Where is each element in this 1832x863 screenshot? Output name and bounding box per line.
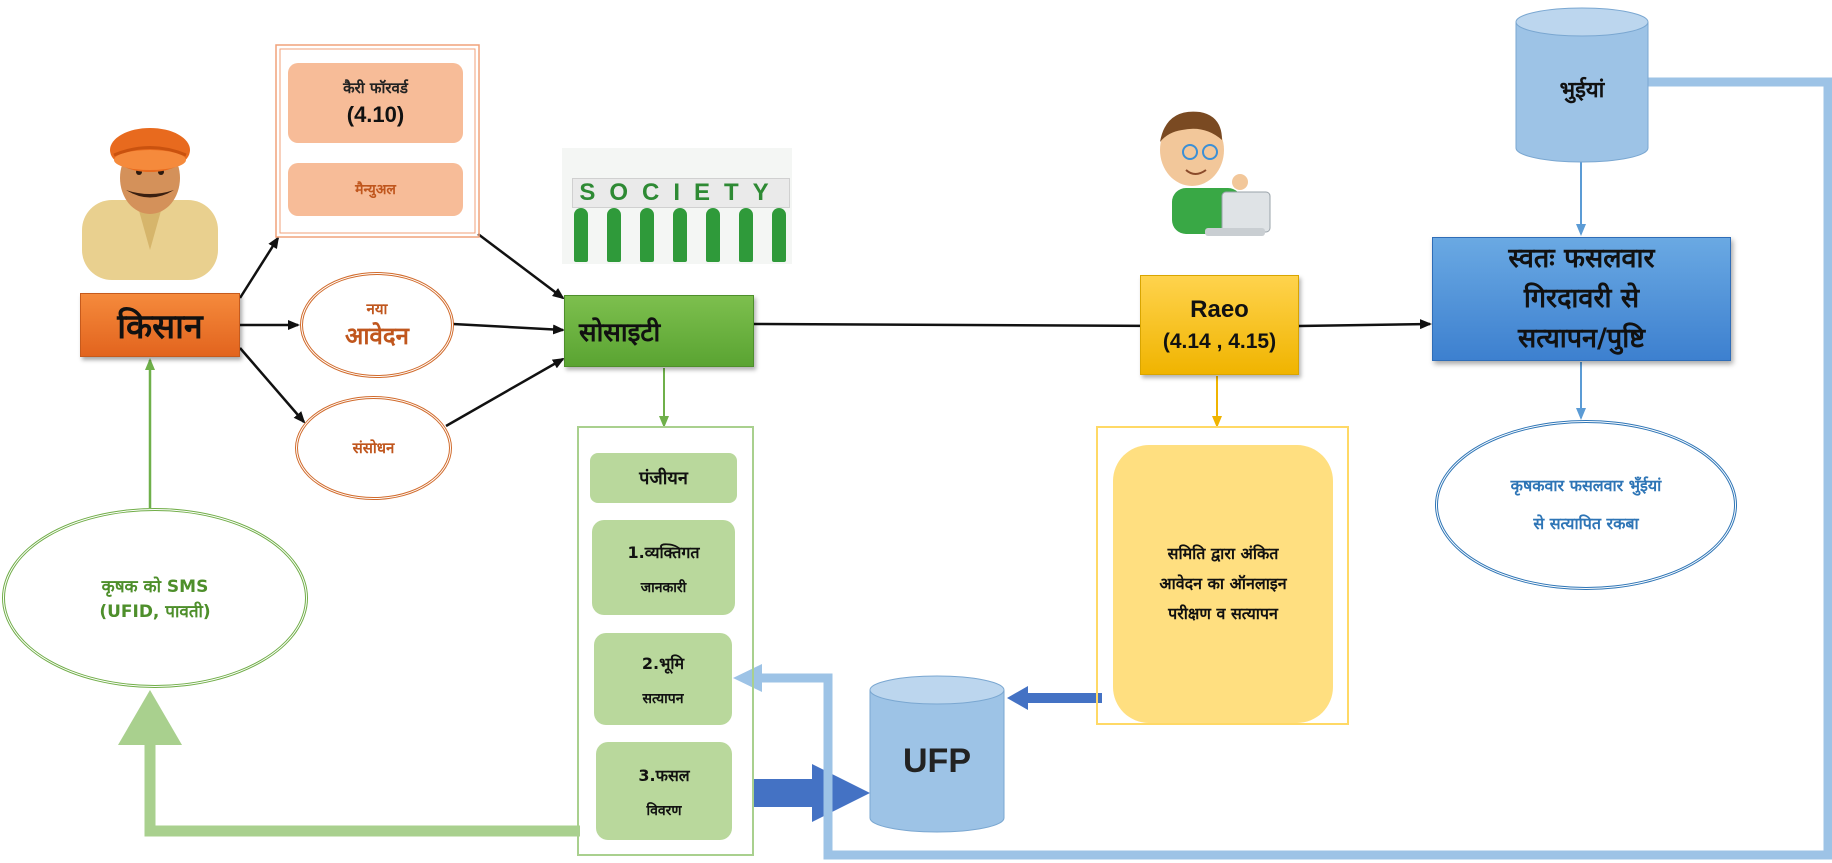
person-icon — [574, 208, 588, 262]
sanshodhan-ellipse: संसोधन — [295, 396, 452, 500]
arrow-naya-society — [452, 322, 565, 335]
step2-box: 2.भूमि सत्यापन — [594, 633, 732, 725]
bhuiyan-label: भुईयां — [1559, 78, 1605, 103]
samiti-line3: परीक्षण व सत्यापन — [1168, 604, 1278, 623]
samiti-box: समिति द्वारा अंकित आवेदन का ऑनलाइन परीक्… — [1113, 445, 1333, 723]
step1-line2: जानकारी — [640, 579, 687, 596]
naya-avedan-ellipse: नया आवेदन — [300, 272, 454, 378]
arrowhead-sms — [118, 690, 182, 745]
person-icon — [673, 208, 687, 262]
samiti-line1: समिति द्वारा अंकित — [1167, 544, 1279, 563]
carryforward-group-frame — [275, 44, 480, 238]
step3-line2: विवरण — [646, 803, 682, 819]
sms-line1: कृषक को SMS — [101, 577, 209, 597]
step2-line2: सत्यापन — [642, 691, 684, 707]
bhuiyan-cylinder — [1515, 7, 1649, 163]
step3-box: 3.फसल विवरण — [596, 742, 732, 840]
society-logo: SOCIETY — [572, 178, 790, 208]
arrow-carryforward-society — [477, 233, 565, 300]
connector-bhuiyan-loop — [760, 77, 1832, 860]
person-icon — [772, 208, 786, 262]
panjiyan-frame — [577, 426, 754, 856]
society-label: सोसाइटी — [579, 318, 661, 348]
farmer-area-line2: से सत्यापित रकबा — [1533, 514, 1639, 533]
sms-ellipse: कृषक को SMS (UFID, पावती) — [2, 508, 308, 688]
arrow-crop-ufp — [752, 764, 870, 822]
verification-line2: गिरदावरी से — [1523, 283, 1640, 314]
arrow-raeo-verification — [1298, 319, 1432, 330]
society-box: सोसाइटी — [564, 295, 754, 367]
carryforward-label: कैरी फॉरवर्ड — [343, 79, 408, 97]
verification-line3: सत्यापन/पुष्टि — [1517, 323, 1645, 354]
manual-box: मैन्युअल — [288, 163, 463, 216]
verification-line1: स्वतः फसलवार — [1508, 243, 1655, 274]
computer-user-illustration — [1160, 111, 1271, 236]
person-icon — [640, 208, 654, 262]
arrow-samiti-ufp — [1007, 686, 1102, 710]
raeo-box: Raeo (4.14 , 4.15) — [1140, 275, 1299, 375]
avedan-label: आवेदन — [345, 321, 409, 350]
sms-line2: (UFID, पावती) — [99, 602, 211, 622]
arrow-sanshodhan-society — [445, 357, 565, 428]
samiti-line2: आवेदन का ऑनलाइन — [1159, 574, 1287, 593]
raeo-name: Raeo — [1190, 296, 1249, 323]
farmer-area-ellipse: कृषकवार फसलवार भुँईयां से सत्यापित रकबा — [1435, 420, 1737, 590]
person-icon — [706, 208, 720, 262]
society-logo-people — [574, 208, 786, 262]
samiti-frame — [1096, 426, 1349, 725]
arrow-society-raeo — [753, 320, 1177, 331]
sanshodhan-label: संसोधन — [352, 439, 395, 457]
panjiyan-label: पंजीयन — [639, 468, 688, 489]
step1-line1: 1.व्यक्तिगत — [627, 542, 700, 562]
arrow-kisan-carryforward — [238, 236, 280, 299]
farmer-illustration — [82, 128, 218, 280]
step2-line1: 2.भूमि — [641, 654, 685, 673]
connector-panjiyan-sms — [144, 745, 580, 837]
carryforward-group-frame-inner — [279, 48, 476, 234]
carryforward-box: कैरी फॉरवर्ड (4.10) — [288, 63, 463, 143]
ufp-label: UFP — [903, 742, 971, 780]
kisan-label: किसान — [117, 307, 203, 347]
person-icon — [739, 208, 753, 262]
person-icon — [607, 208, 621, 262]
carryforward-code: (4.10) — [346, 102, 405, 127]
step3-line1: 3.फसल — [638, 766, 690, 785]
raeo-code: (4.14 , 4.15) — [1162, 330, 1277, 353]
kisan-box: किसान — [80, 293, 240, 357]
arrowhead-loop-step2 — [733, 664, 762, 692]
arrow-kisan-sanshodhan — [239, 347, 306, 424]
panjiyan-box: पंजीयन — [590, 453, 737, 503]
manual-label: मैन्युअल — [355, 182, 396, 198]
verification-box: स्वतः फसलवार गिरदावरी से सत्यापन/पुष्टि — [1432, 237, 1731, 361]
naya-label: नया — [366, 299, 388, 318]
farmer-area-line1: कृषकवार फसलवार भुँईयां — [1510, 476, 1662, 495]
step1-box: 1.व्यक्तिगत जानकारी — [592, 520, 735, 615]
ufp-cylinder — [869, 675, 1005, 833]
